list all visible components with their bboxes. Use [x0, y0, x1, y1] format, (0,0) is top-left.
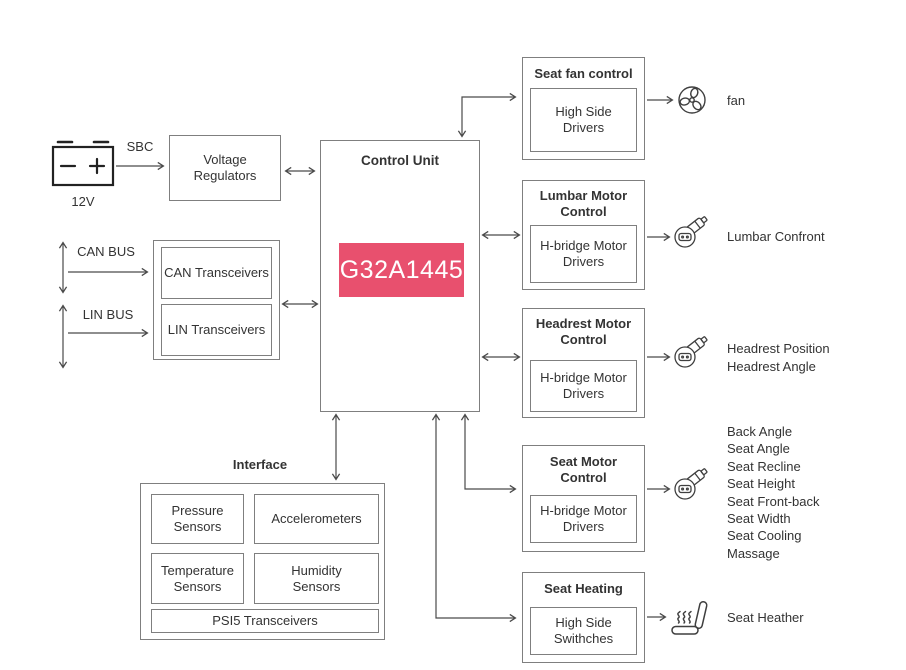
humidity-sensors-box: Humidity Sensors	[254, 553, 379, 604]
motor-icon	[674, 468, 708, 500]
seat-heater-icon	[671, 601, 708, 635]
seat-heater-target-label: Seat Heather	[727, 610, 804, 625]
seat-heating-box: Seat Heating High Side Swithches	[522, 572, 645, 663]
lin-bus-label: LIN BUS	[82, 307, 134, 322]
sbc-label: SBC	[126, 139, 154, 154]
control-unit-title: Control Unit	[361, 153, 439, 168]
target-label: Seat Height	[727, 476, 795, 492]
target-label: Headrest Angle	[727, 359, 816, 374]
fan-icon	[678, 86, 706, 114]
h-bridge-drivers-box: H-bridge Motor Drivers	[530, 360, 637, 412]
lumbar-motor-control-box: Lumbar Motor Control H-bridge Motor Driv…	[522, 180, 645, 290]
lumbar-target-label: Lumbar Confront	[727, 229, 825, 244]
high-side-drivers-box: High Side Drivers	[530, 88, 637, 152]
target-label: Seat Recline	[727, 458, 801, 474]
can-bus-label: CAN BUS	[77, 244, 135, 259]
headrest-target-labels: Headrest Position Headrest Angle	[727, 340, 830, 376]
target-label: Seat Cooling	[727, 528, 802, 544]
h-bridge-drivers-box: H-bridge Motor Drivers	[530, 495, 637, 543]
target-label: Seat Width	[727, 511, 791, 527]
lin-transceivers-box: LIN Transceivers	[161, 304, 272, 356]
seat-fan-control-title: Seat fan control	[534, 66, 633, 81]
interface-title: Interface	[232, 457, 288, 472]
interface-box: Pressure Sensors Accelerometers Temperat…	[140, 483, 385, 640]
target-label: Seat Front-back	[727, 493, 820, 509]
h-bridge-drivers-box: H-bridge Motor Drivers	[530, 225, 637, 283]
battery-voltage-label: 12V	[71, 194, 95, 209]
voltage-regulators-box: Voltage Regulators	[169, 135, 281, 201]
temperature-sensors-box: Temperature Sensors	[151, 553, 244, 604]
psi5-transceivers-box: PSI5 Transceivers	[151, 609, 379, 633]
seat-fan-control-box: Seat fan control High Side Drivers	[522, 57, 645, 160]
accelerometers-box: Accelerometers	[254, 494, 379, 544]
target-label: Back Angle	[727, 424, 793, 439]
target-label: Massage	[727, 545, 780, 561]
seat-motor-target-labels: Back Angle Seat Angle Seat Recline Seat …	[727, 423, 820, 562]
high-side-switches-box: High Side Swithches	[530, 607, 637, 655]
fan-target-label: fan	[727, 93, 746, 108]
motor-icon	[674, 336, 708, 368]
motor-icon	[674, 216, 708, 248]
can-transceivers-box: CAN Transceivers	[161, 247, 272, 299]
seat-motor-control-box: Seat Motor Control H-bridge Motor Driver…	[522, 445, 645, 552]
battery-icon	[51, 140, 115, 187]
headrest-motor-control-box: Headrest Motor Control H-bridge Motor Dr…	[522, 308, 645, 418]
pressure-sensors-box: Pressure Sensors	[151, 494, 244, 544]
control-unit-box: Control Unit G32A1445	[320, 140, 480, 412]
target-label: Headrest Position	[727, 341, 830, 356]
headrest-motor-control-title: Headrest Motor Control	[535, 316, 632, 347]
seat-heating-title: Seat Heating	[544, 581, 623, 596]
chip-badge: G32A1445	[339, 243, 464, 297]
lumbar-motor-control-title: Lumbar Motor Control	[539, 188, 628, 219]
transceivers-container: CAN Transceivers LIN Transceivers	[153, 240, 280, 360]
target-label: Seat Angle	[727, 441, 790, 457]
seat-motor-control-title: Seat Motor Control	[549, 454, 618, 485]
